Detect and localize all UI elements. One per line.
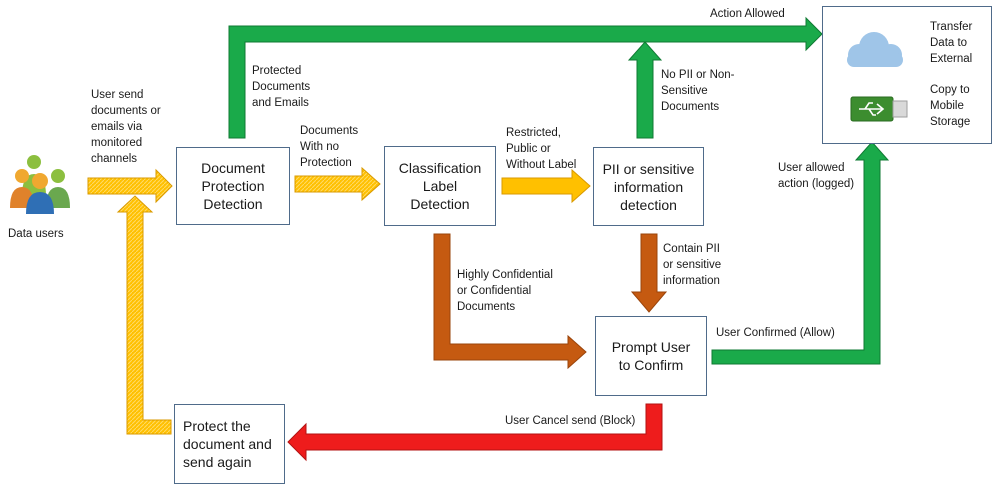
people-group-icon bbox=[10, 155, 70, 214]
arrow-highly-confidential bbox=[433, 233, 587, 370]
prompt-user-text: Prompt User to Confirm bbox=[611, 339, 691, 373]
prompt-user-box: Prompt User to Confirm bbox=[595, 316, 707, 396]
arrow-protected-to-external bbox=[228, 16, 823, 139]
copy-mobile-label: Copy to Mobile Storage bbox=[930, 84, 971, 128]
transfer-data-label: Transfer Data to External bbox=[930, 21, 973, 65]
arrow-user-confirmed bbox=[711, 141, 890, 365]
user-cancel-label: User Cancel send (Block) bbox=[505, 415, 636, 427]
classification-label-detection-text: Classification Label Detection bbox=[398, 160, 482, 212]
arrow-pii-allowed bbox=[627, 41, 663, 139]
cloud-icon bbox=[847, 32, 903, 67]
highly-confidential-label: Highly Confidential or Confidential Docu… bbox=[457, 269, 553, 313]
pii-detection-text: PII or sensitive information detection bbox=[602, 160, 695, 213]
usb-drive-icon bbox=[850, 96, 908, 122]
arrow-send-again bbox=[116, 195, 172, 435]
destination-icons bbox=[847, 32, 908, 122]
arrow-contain-pii bbox=[630, 233, 668, 313]
protected-documents-label: Protected Documents and Emails bbox=[252, 65, 311, 109]
pii-detection-box: PII or sensitive information detection bbox=[593, 147, 704, 226]
user-allowed-label: User allowed action (logged) bbox=[778, 162, 855, 190]
arrow-user-send bbox=[87, 168, 173, 204]
user-confirmed-label: User Confirmed (Allow) bbox=[716, 327, 835, 339]
user-send-label: User send documents or emails via monito… bbox=[91, 89, 161, 165]
arrow-no-protection bbox=[294, 166, 381, 202]
protect-document-text: Protect the document and send again bbox=[183, 418, 272, 470]
action-allowed-label: Action Allowed bbox=[710, 8, 785, 20]
arrow-user-cancel bbox=[287, 403, 663, 462]
document-protection-detection-text: Document Protection Detection bbox=[201, 160, 265, 212]
arrow-restricted-public bbox=[501, 168, 591, 204]
destination-box: Transfer Data to External Copy to Mobile… bbox=[822, 6, 992, 144]
classification-label-detection-box: Classification Label Detection bbox=[384, 146, 496, 226]
document-protection-detection-box: Document Protection Detection bbox=[176, 147, 290, 225]
data-users-label: Data users bbox=[8, 228, 64, 240]
restricted-public-label: Restricted, Public or Without Label bbox=[506, 127, 577, 171]
no-pii-label: No PII or Non- Sensitive Documents bbox=[661, 69, 735, 113]
protect-document-box: Protect the document and send again bbox=[174, 404, 285, 484]
documents-no-protection-label: Documents With no Protection bbox=[300, 125, 359, 169]
contain-pii-label: Contain PII or sensitive information bbox=[663, 243, 722, 287]
